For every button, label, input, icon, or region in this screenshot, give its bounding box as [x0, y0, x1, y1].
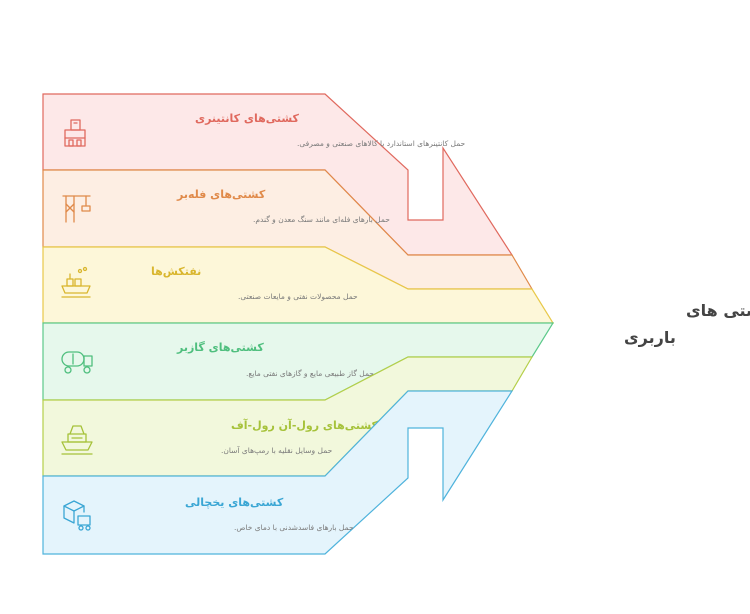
crane-icon [62, 195, 91, 223]
container-building-icon [64, 119, 86, 147]
band-title-1: کشتی‌های کانتینری [195, 112, 300, 125]
band-desc-5: حمل وسایل نقلیه با رمپ‌های آسان. [221, 445, 333, 455]
band-shape-6 [42, 390, 514, 555]
diagram-title-line-2: باربری [624, 328, 676, 347]
band-desc-1: حمل کانتینرهای استاندارد با کالاهای صنعت… [297, 139, 466, 148]
tanker-ship-icon [61, 266, 91, 298]
diagram-title-line-1: انواع کشتی های [686, 301, 750, 320]
band-desc-4: حمل گاز طبیعی مایع و گازهای نفتی مایع. [246, 369, 374, 378]
band-title-5: کشتی‌های رول-آن رول-آف [231, 418, 379, 432]
band-container-ships: کشتی‌های کانتینری حمل کانتینرهای استاندا… [42, 93, 514, 256]
band-title-4: کشتی‌های گازبر [176, 341, 264, 354]
gas-tanker-truck-icon [61, 351, 93, 374]
roro-ship-icon [61, 425, 93, 455]
band-gas-carriers: کشتی‌های گازبر حمل گاز طبیعی مایع و گازه… [42, 322, 555, 401]
band-desc-3: حمل محصولات نفتی و مایعات صنعتی. [238, 292, 358, 301]
band-title-3: نفتکش‌ها [151, 265, 201, 278]
refrigerated-cargo-icon [63, 500, 91, 531]
band-title-2: کشتی‌های فله‌بر [176, 188, 266, 201]
band-desc-2: حمل بارهای فله‌ای مانند سنگ معدن و گندم. [253, 215, 390, 224]
band-title-6: کشتی‌های یخچالی [185, 496, 284, 509]
band-desc-6: حمل بارهای فاسدشدنی با دمای خاص. [234, 523, 354, 532]
band-refrigerated-ships: کشتی‌های یخچالی حمل بارهای فاسدشدنی با د… [42, 390, 514, 555]
